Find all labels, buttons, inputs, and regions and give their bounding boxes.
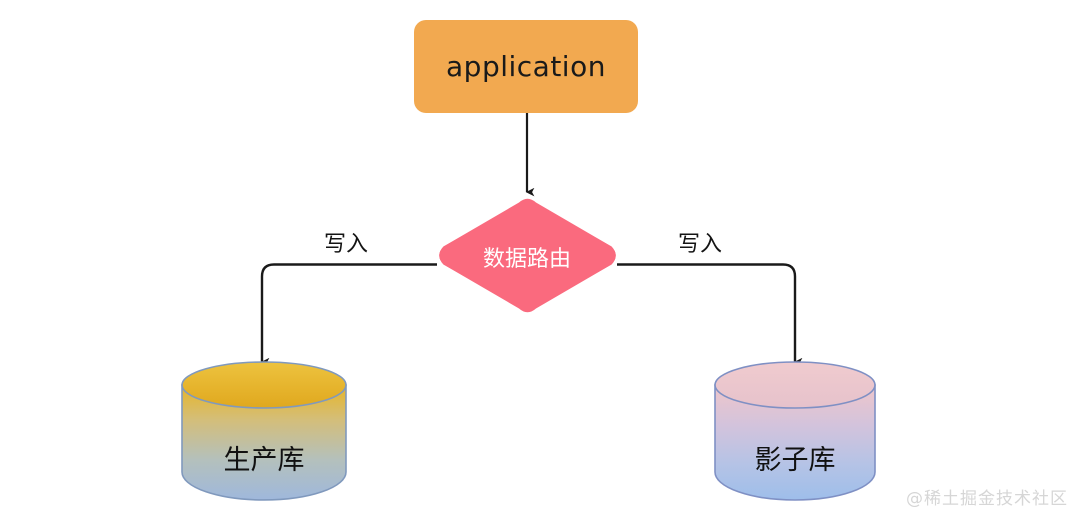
db-right-node[interactable] [714, 361, 876, 501]
watermark: @稀土掘金技术社区 [906, 489, 1068, 509]
db-left-node[interactable] [181, 361, 347, 501]
application-node[interactable] [414, 20, 638, 113]
edge-router-to-db-right [617, 263, 803, 367]
router-diamond-shape[interactable] [439, 198, 616, 313]
edge-router-to-db-left [260, 263, 437, 367]
